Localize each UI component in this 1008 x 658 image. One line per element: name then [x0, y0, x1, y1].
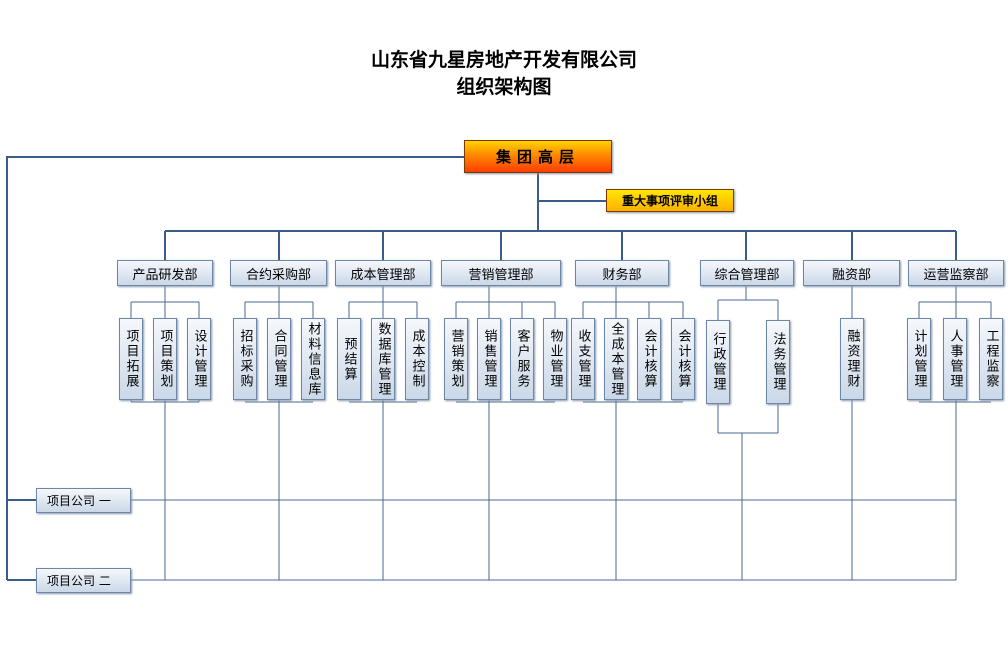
top-management-box: 集团高层: [464, 140, 612, 173]
sub-unit: 营销策划: [444, 318, 468, 400]
sub-unit: 全成本管理: [604, 318, 628, 400]
dept-general-admin: 综合管理部: [700, 260, 794, 286]
project-company-2: 项目公司 二: [36, 568, 131, 593]
review-committee-box: 重大事项评审小组: [606, 189, 734, 212]
dept-finance: 财务部: [575, 260, 669, 286]
sub-unit: 工程监察: [979, 318, 1003, 400]
sub-unit: 材料信息库: [301, 318, 325, 400]
company-title: 山东省九星房地产开发有限公司: [370, 49, 637, 71]
sub-unit: 融资理财: [840, 318, 864, 400]
sub-unit: 客户服务: [510, 318, 534, 400]
sub-unit: 收支管理: [571, 318, 595, 400]
sub-unit: 数据库管理: [371, 318, 395, 400]
sub-unit: 物业管理: [543, 318, 567, 400]
sub-unit: 行政管理: [706, 320, 730, 404]
dept-cost-management: 成本管理部: [335, 260, 431, 286]
sub-unit: 项目策划: [153, 318, 177, 400]
dept-marketing: 营销管理部: [441, 260, 561, 286]
sub-unit: 项目拓展: [119, 318, 143, 400]
sub-unit: 合同管理: [267, 318, 291, 400]
sub-unit: 销售管理: [477, 318, 501, 400]
sub-unit: 法务管理: [766, 320, 790, 404]
dept-financing: 融资部: [803, 260, 900, 286]
sub-unit: 会计核算: [671, 318, 695, 400]
sub-unit: 设计管理: [187, 318, 211, 400]
dept-operations-supervision: 运营监察部: [908, 260, 1004, 286]
dept-contract-procurement: 合约采购部: [230, 260, 327, 286]
sub-unit: 计划管理: [907, 318, 931, 400]
sub-unit: 会计核算: [637, 318, 661, 400]
project-company-1: 项目公司 一: [36, 488, 131, 513]
sub-unit: 预结算: [337, 318, 361, 400]
dept-product-rd: 产品研发部: [117, 260, 213, 286]
sub-unit: 人事管理: [943, 318, 967, 400]
sub-unit: 成本控制: [405, 318, 429, 400]
sub-unit: 招标采购: [233, 318, 257, 400]
chart-title: 组织架构图: [456, 76, 552, 98]
